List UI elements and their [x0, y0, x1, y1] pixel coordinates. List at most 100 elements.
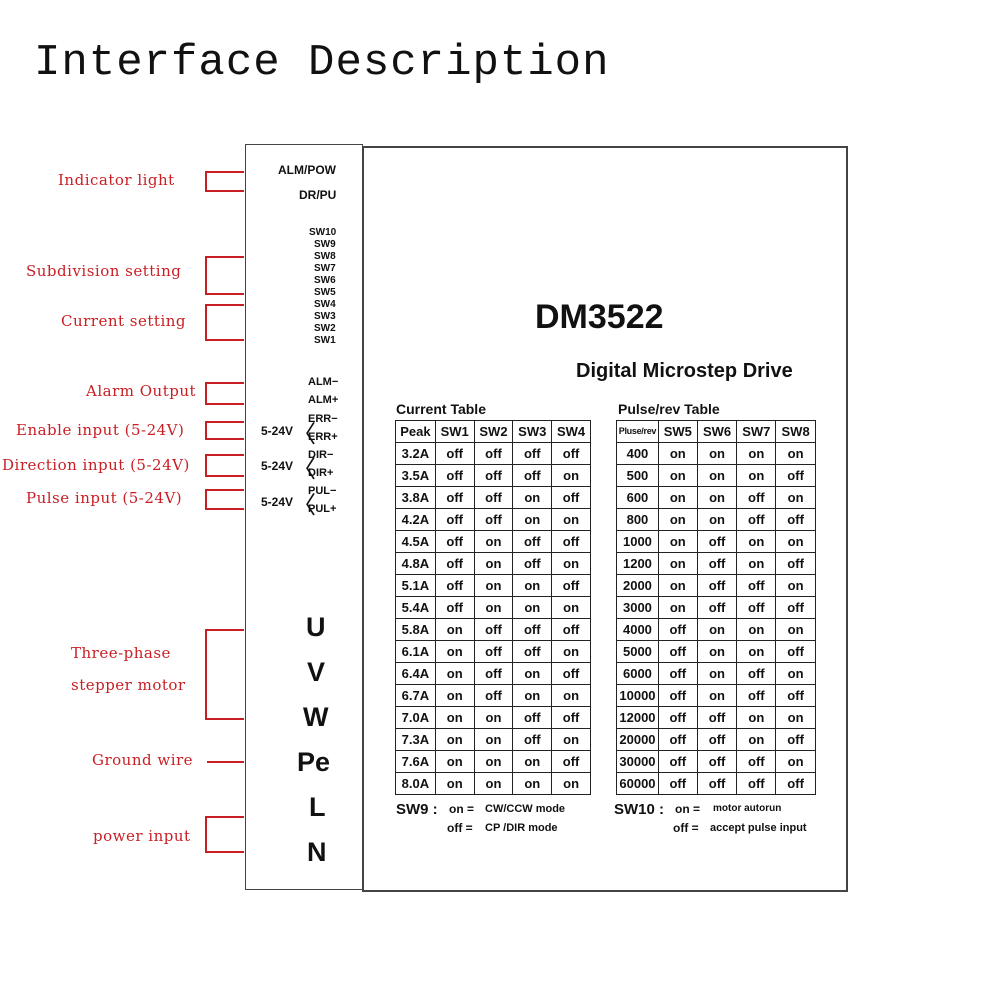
table-cell: on [736, 618, 777, 641]
table-cell: on [551, 640, 591, 663]
table-cell: on [775, 618, 816, 641]
table-cell: on [512, 662, 553, 685]
label-err-minus: ERR− [308, 413, 338, 425]
table-cell: on [696, 442, 738, 465]
terminal-pe: Pe [297, 747, 331, 777]
label-alm-pow: ALM/POW [278, 163, 336, 177]
table-cell: on [551, 684, 591, 707]
callout-pulse-input: Pulse input (5-24V) [26, 489, 183, 507]
switch-label: SW6 [314, 275, 336, 286]
callout-alarm-output: Alarm Output [86, 382, 197, 400]
table-header-cell: SW7 [736, 420, 777, 443]
table-cell: off [473, 442, 514, 465]
table-cell: off [551, 530, 591, 553]
label-enable-voltage: 5-24V [261, 424, 294, 438]
table-cell: off [775, 640, 816, 663]
table-cell: on [473, 772, 514, 795]
table-cell: off [434, 596, 475, 619]
table-cell: 30000 [616, 750, 659, 773]
terminal-w: W [303, 702, 329, 732]
table-cell: on [657, 596, 698, 619]
table-cell: off [434, 530, 475, 553]
table-cell: on [657, 508, 698, 531]
pulse-table-title: Pulse/rev Table [618, 401, 720, 417]
table-cell: off [775, 728, 816, 751]
table-cell: on [657, 530, 698, 553]
bracket-glyph: 〈 [292, 455, 316, 483]
table-cell: on [473, 574, 514, 597]
table-cell: off [696, 596, 738, 619]
model-name: DM3522 [535, 298, 664, 336]
label-dir-plus: DIR+ [308, 467, 334, 479]
table-cell: off [512, 464, 553, 487]
terminal-n: N [307, 837, 327, 867]
table-cell: on [657, 552, 698, 575]
label-alm-plus: ALM+ [308, 394, 339, 406]
table-cell: 3000 [616, 596, 659, 619]
table-cell: 3.2A [395, 442, 436, 465]
bracket-pulse [205, 489, 244, 510]
table-cell: off [551, 574, 591, 597]
table-cell: on [775, 706, 816, 729]
table-cell: off [736, 596, 777, 619]
table-cell: on [775, 486, 816, 509]
bracket-alarm [205, 382, 244, 405]
table-cell: 20000 [616, 728, 659, 751]
switch-label: SW4 [314, 299, 336, 310]
label-dir-minus: DIR− [308, 449, 334, 461]
callout-motor-line2: stepper motor [71, 676, 186, 694]
table-cell: on [434, 640, 475, 663]
table-cell: on [736, 552, 777, 575]
table-cell: on [736, 706, 777, 729]
switch-label: SW2 [314, 323, 336, 334]
table-cell: on [696, 684, 738, 707]
label-alm-minus: ALM− [308, 376, 339, 388]
table-cell: 4.5A [395, 530, 436, 553]
table-cell: off [775, 596, 816, 619]
switch-label: SW8 [314, 251, 336, 262]
table-header-cell: Pluse/rev [616, 420, 659, 443]
table-cell: 600 [616, 486, 659, 509]
table-cell: 60000 [616, 772, 659, 795]
bracket-glyph: 〈 [292, 420, 316, 448]
callout-direction-input: Direction input (5-24V) [2, 456, 190, 474]
table-cell: on [434, 750, 475, 773]
table-cell: off [551, 662, 591, 685]
callout-enable-input: Enable input (5-24V) [16, 421, 185, 439]
sw9-on-key: on = [449, 802, 475, 816]
table-cell: off [473, 684, 514, 707]
switch-label: SW5 [314, 287, 336, 298]
table-cell: off [736, 684, 777, 707]
table-cell: off [551, 618, 591, 641]
table-cell: off [473, 486, 514, 509]
table-cell: off [473, 640, 514, 663]
stub-ground [207, 761, 244, 763]
table-cell: off [736, 486, 777, 509]
table-cell: 6.7A [395, 684, 436, 707]
terminal-u: U [306, 612, 326, 642]
table-cell: on [736, 442, 777, 465]
drive-subtitle: Digital Microstep Drive [576, 360, 793, 382]
table-cell: off [551, 750, 591, 773]
table-cell: on [434, 706, 475, 729]
table-cell: on [657, 486, 698, 509]
table-cell: off [696, 706, 738, 729]
bracket-motor [205, 629, 244, 720]
